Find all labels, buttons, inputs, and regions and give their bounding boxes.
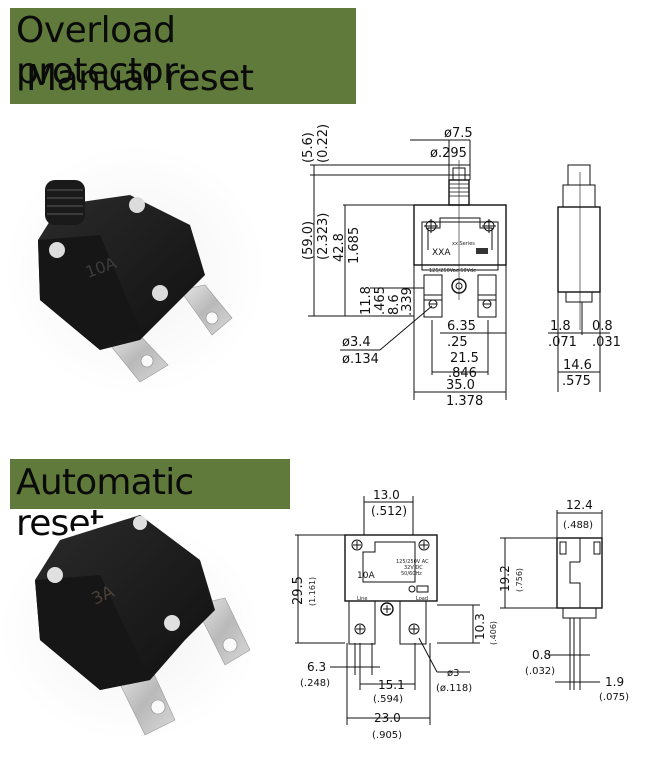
manual-side-right-mm: 0.8: [592, 319, 613, 334]
manual-dim-hole-in: ø.134: [342, 352, 379, 367]
automatic-face-rating: 10A: [357, 571, 375, 581]
manual-dim-total-in: (2.323): [316, 213, 331, 260]
manual-dim-total-mm: (59.0): [301, 221, 316, 260]
automatic-dim-hole-mm: ø3: [447, 668, 459, 679]
automatic-side-width-in: (.488): [563, 520, 593, 531]
automatic-dim-tab-in: (.248): [300, 678, 330, 689]
manual-dim-diameter-in: ø.295: [430, 146, 467, 161]
manual-dim-term1-mm: 11.8: [359, 286, 374, 315]
automatic-face-spec2: 32V DC: [404, 565, 423, 571]
automatic-dim-screw-in: (.512): [371, 504, 407, 518]
manual-side-view-drawing: 1.8 .071 0.8 .031 14.6 .575: [548, 164, 621, 392]
manual-title-line2: Manual reset: [26, 58, 254, 99]
automatic-side-width-mm: 12.4: [566, 498, 593, 512]
automatic-reset-banner: Automatic reset: [10, 459, 290, 544]
automatic-side-view-drawing: 12.4 (.488) 19.2 (.756) 0.8 (.032) 1.9 (…: [498, 498, 629, 703]
automatic-title: Automatic reset: [16, 462, 194, 544]
automatic-side-thk1-in: (.032): [525, 666, 555, 677]
automatic-side-thk2-mm: 1.9: [605, 675, 624, 689]
manual-dim-top-in: (0.22): [316, 124, 331, 163]
manual-face-rating: 125/250Vac 50Vdc: [429, 268, 476, 274]
manual-front-view-drawing: xx Series XXA 125/250Vac 50Vdc ø7.5: [301, 124, 507, 409]
automatic-side-thk1-mm: 0.8: [532, 648, 551, 662]
automatic-dim-pitch-in: (.594): [373, 694, 403, 705]
manual-dim-body-in: 1.685: [347, 227, 362, 264]
manual-side-left-mm: 1.8: [550, 319, 571, 334]
manual-dim-top-mm: (5.6): [301, 132, 316, 163]
manual-reset-product-photo: 10A: [5, 145, 265, 395]
manual-dim-body-mm: 42.8: [332, 233, 347, 262]
manual-dim-pitch-in: .846: [448, 366, 477, 381]
manual-dim-tab-mm: 6.35: [447, 319, 476, 334]
manual-title-line1: Overload protector:: [16, 10, 189, 92]
automatic-side-height-in: (.756): [515, 568, 524, 592]
manual-dim-width-mm: 35.0: [446, 378, 475, 393]
automatic-dim-hole-in: (ø.118): [436, 683, 472, 694]
manual-face-series: xx Series: [452, 241, 475, 247]
automatic-side-thk2-in: (.075): [599, 692, 629, 703]
manual-dim-pitch-mm: 21.5: [450, 351, 479, 366]
manual-side-depth-in: .575: [562, 374, 591, 389]
automatic-dim-terminal-in: (.406): [489, 621, 498, 645]
manual-dim-hole-mm: ø3.4: [342, 335, 371, 350]
automatic-dim-screw-mm: 13.0: [373, 488, 400, 502]
manual-dim-diameter-mm: ø7.5: [444, 126, 473, 141]
manual-side-right-in: .031: [592, 335, 621, 350]
automatic-side-height-mm: 19.2: [498, 565, 512, 592]
manual-dim-width-in: 1.378: [446, 394, 483, 409]
manual-dim-tab-in: .25: [447, 335, 468, 350]
automatic-dim-width-in: (.905): [372, 730, 402, 741]
automatic-dim-height-mm: 29.5: [291, 576, 306, 605]
manual-dim-term2-mm: 8.6: [387, 294, 402, 315]
manual-dim-term1-in: .465: [373, 286, 388, 315]
manual-reset-banner: Overload protector: Manual reset: [10, 8, 356, 104]
manual-side-left-in: .071: [548, 335, 577, 350]
automatic-dim-tab-mm: 6.3: [307, 660, 326, 674]
manual-side-depth-mm: 14.6: [563, 358, 592, 373]
manual-dim-term2-in: .339: [400, 287, 415, 316]
automatic-dim-width-mm: 23.0: [374, 711, 401, 725]
automatic-dim-pitch-mm: 15.1: [378, 678, 405, 692]
automatic-face-load: Load: [416, 596, 428, 602]
automatic-front-view-drawing: 10A 125/250V AC 32V DC 50/60Hz Line Load: [291, 488, 498, 741]
manual-face-model: XXA: [432, 248, 451, 258]
automatic-dim-terminal-mm: 10.3: [473, 613, 487, 640]
automatic-reset-product-photo: 3A: [0, 515, 260, 740]
automatic-face-spec1: 125/250V AC: [396, 559, 429, 565]
automatic-face-spec3: 50/60Hz: [401, 571, 422, 577]
automatic-dim-height-in: (1.161): [308, 577, 317, 606]
automatic-face-line: Line: [357, 596, 367, 602]
